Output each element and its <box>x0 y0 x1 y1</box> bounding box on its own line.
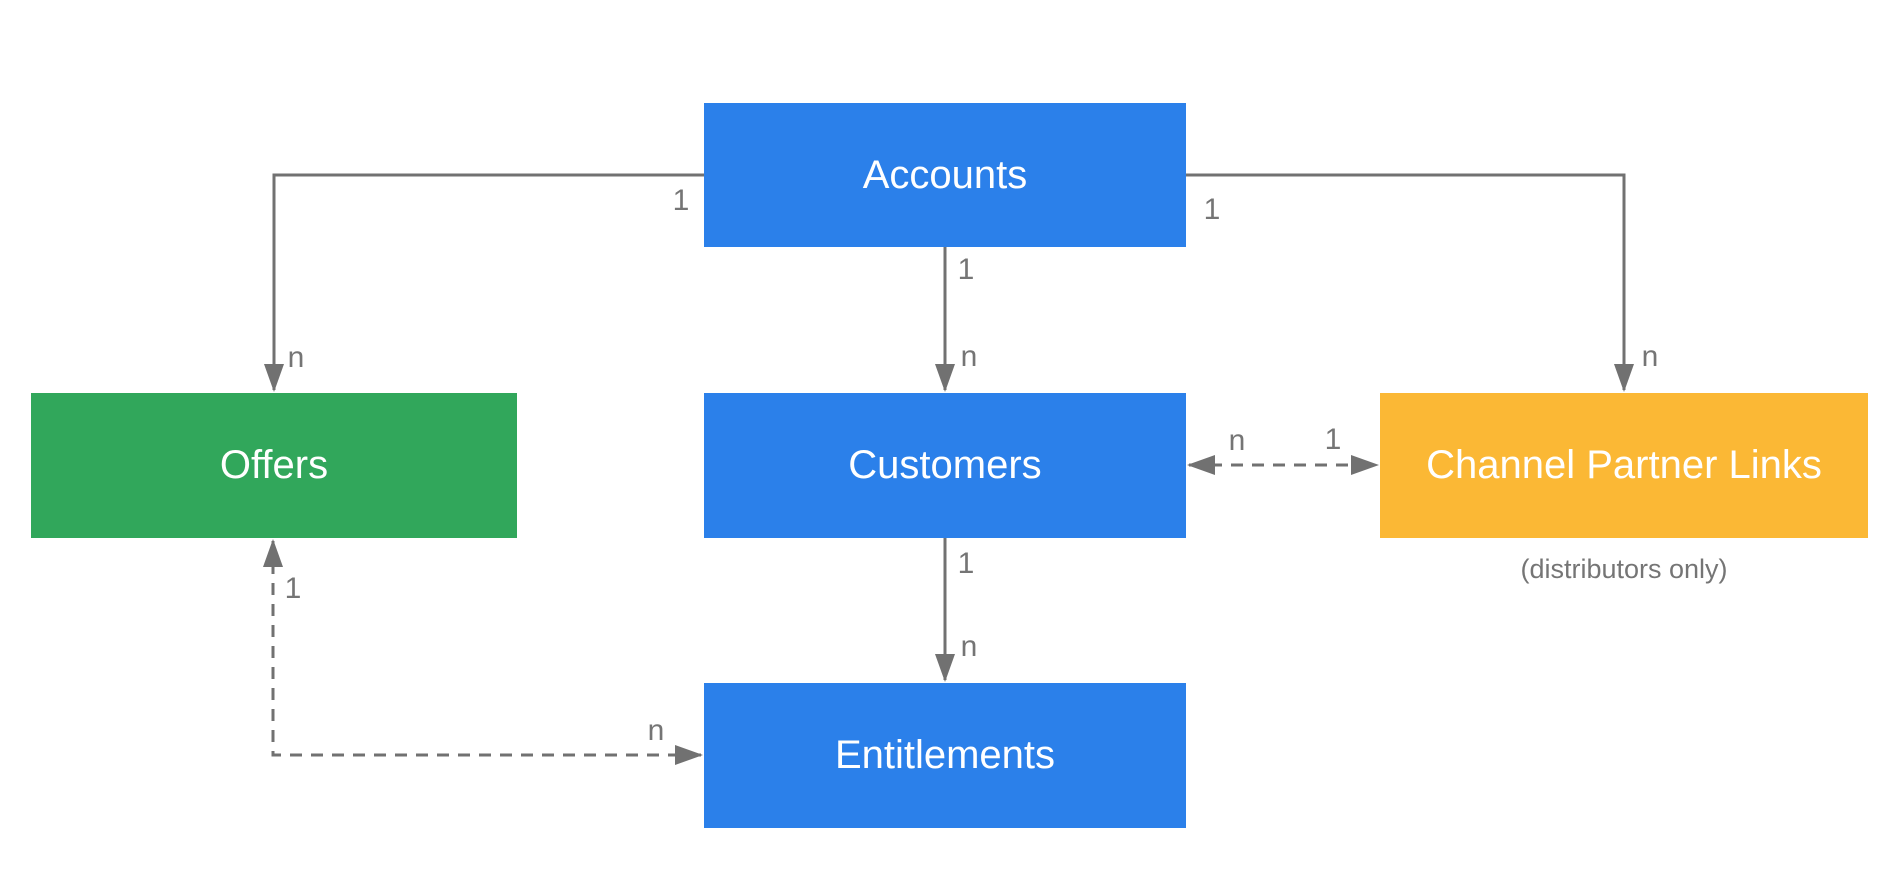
node-channel-partner-links: Channel Partner Links <box>1380 393 1868 538</box>
node-accounts-label: Accounts <box>862 152 1028 197</box>
node-channel-partner-links-label: Channel Partner Links <box>1426 443 1822 487</box>
edge-customers-entitlements-cardinality-label: n <box>960 630 978 663</box>
edge-accounts-customers-cardinality-label: 1 <box>957 253 975 286</box>
edge-offers-entitlements-cardinality-label: n <box>647 714 665 747</box>
edge-offers-entitlements-cardinality-label: 1 <box>284 572 302 605</box>
edge-accounts-channel-partner-links-cardinality-label: n <box>1641 340 1659 373</box>
node-entitlements-label: Entitlements <box>834 733 1056 777</box>
edge-accounts-customers-cardinality-label: n <box>960 340 978 373</box>
edge-customers-channel-partner-links-cardinality-label: n <box>1228 424 1246 457</box>
edge-accounts-offers-cardinality-label: 1 <box>672 184 690 217</box>
node-offers: Offers <box>31 393 517 538</box>
edge-offers-entitlements <box>263 539 703 765</box>
node-entitlements: Entitlements <box>704 683 1186 828</box>
edge-customers-entitlements-cardinality-label: 1 <box>957 547 975 580</box>
node-accounts: Accounts <box>704 103 1186 247</box>
node-customers-label: Customers <box>848 443 1042 487</box>
edge-customers-channel-partner-links-cardinality-label: 1 <box>1324 423 1342 456</box>
edge-accounts-channel-partner-links <box>1186 173 1634 392</box>
node-channel-partner-links-note: (distributors only) <box>1520 554 1728 584</box>
node-customers: Customers <box>704 393 1186 538</box>
edge-accounts-offers <box>264 173 704 392</box>
edge-accounts-offers-cardinality-label: n <box>287 341 305 374</box>
edge-accounts-channel-partner-links-cardinality-label: 1 <box>1203 193 1221 226</box>
node-offers-label: Offers <box>219 443 329 487</box>
